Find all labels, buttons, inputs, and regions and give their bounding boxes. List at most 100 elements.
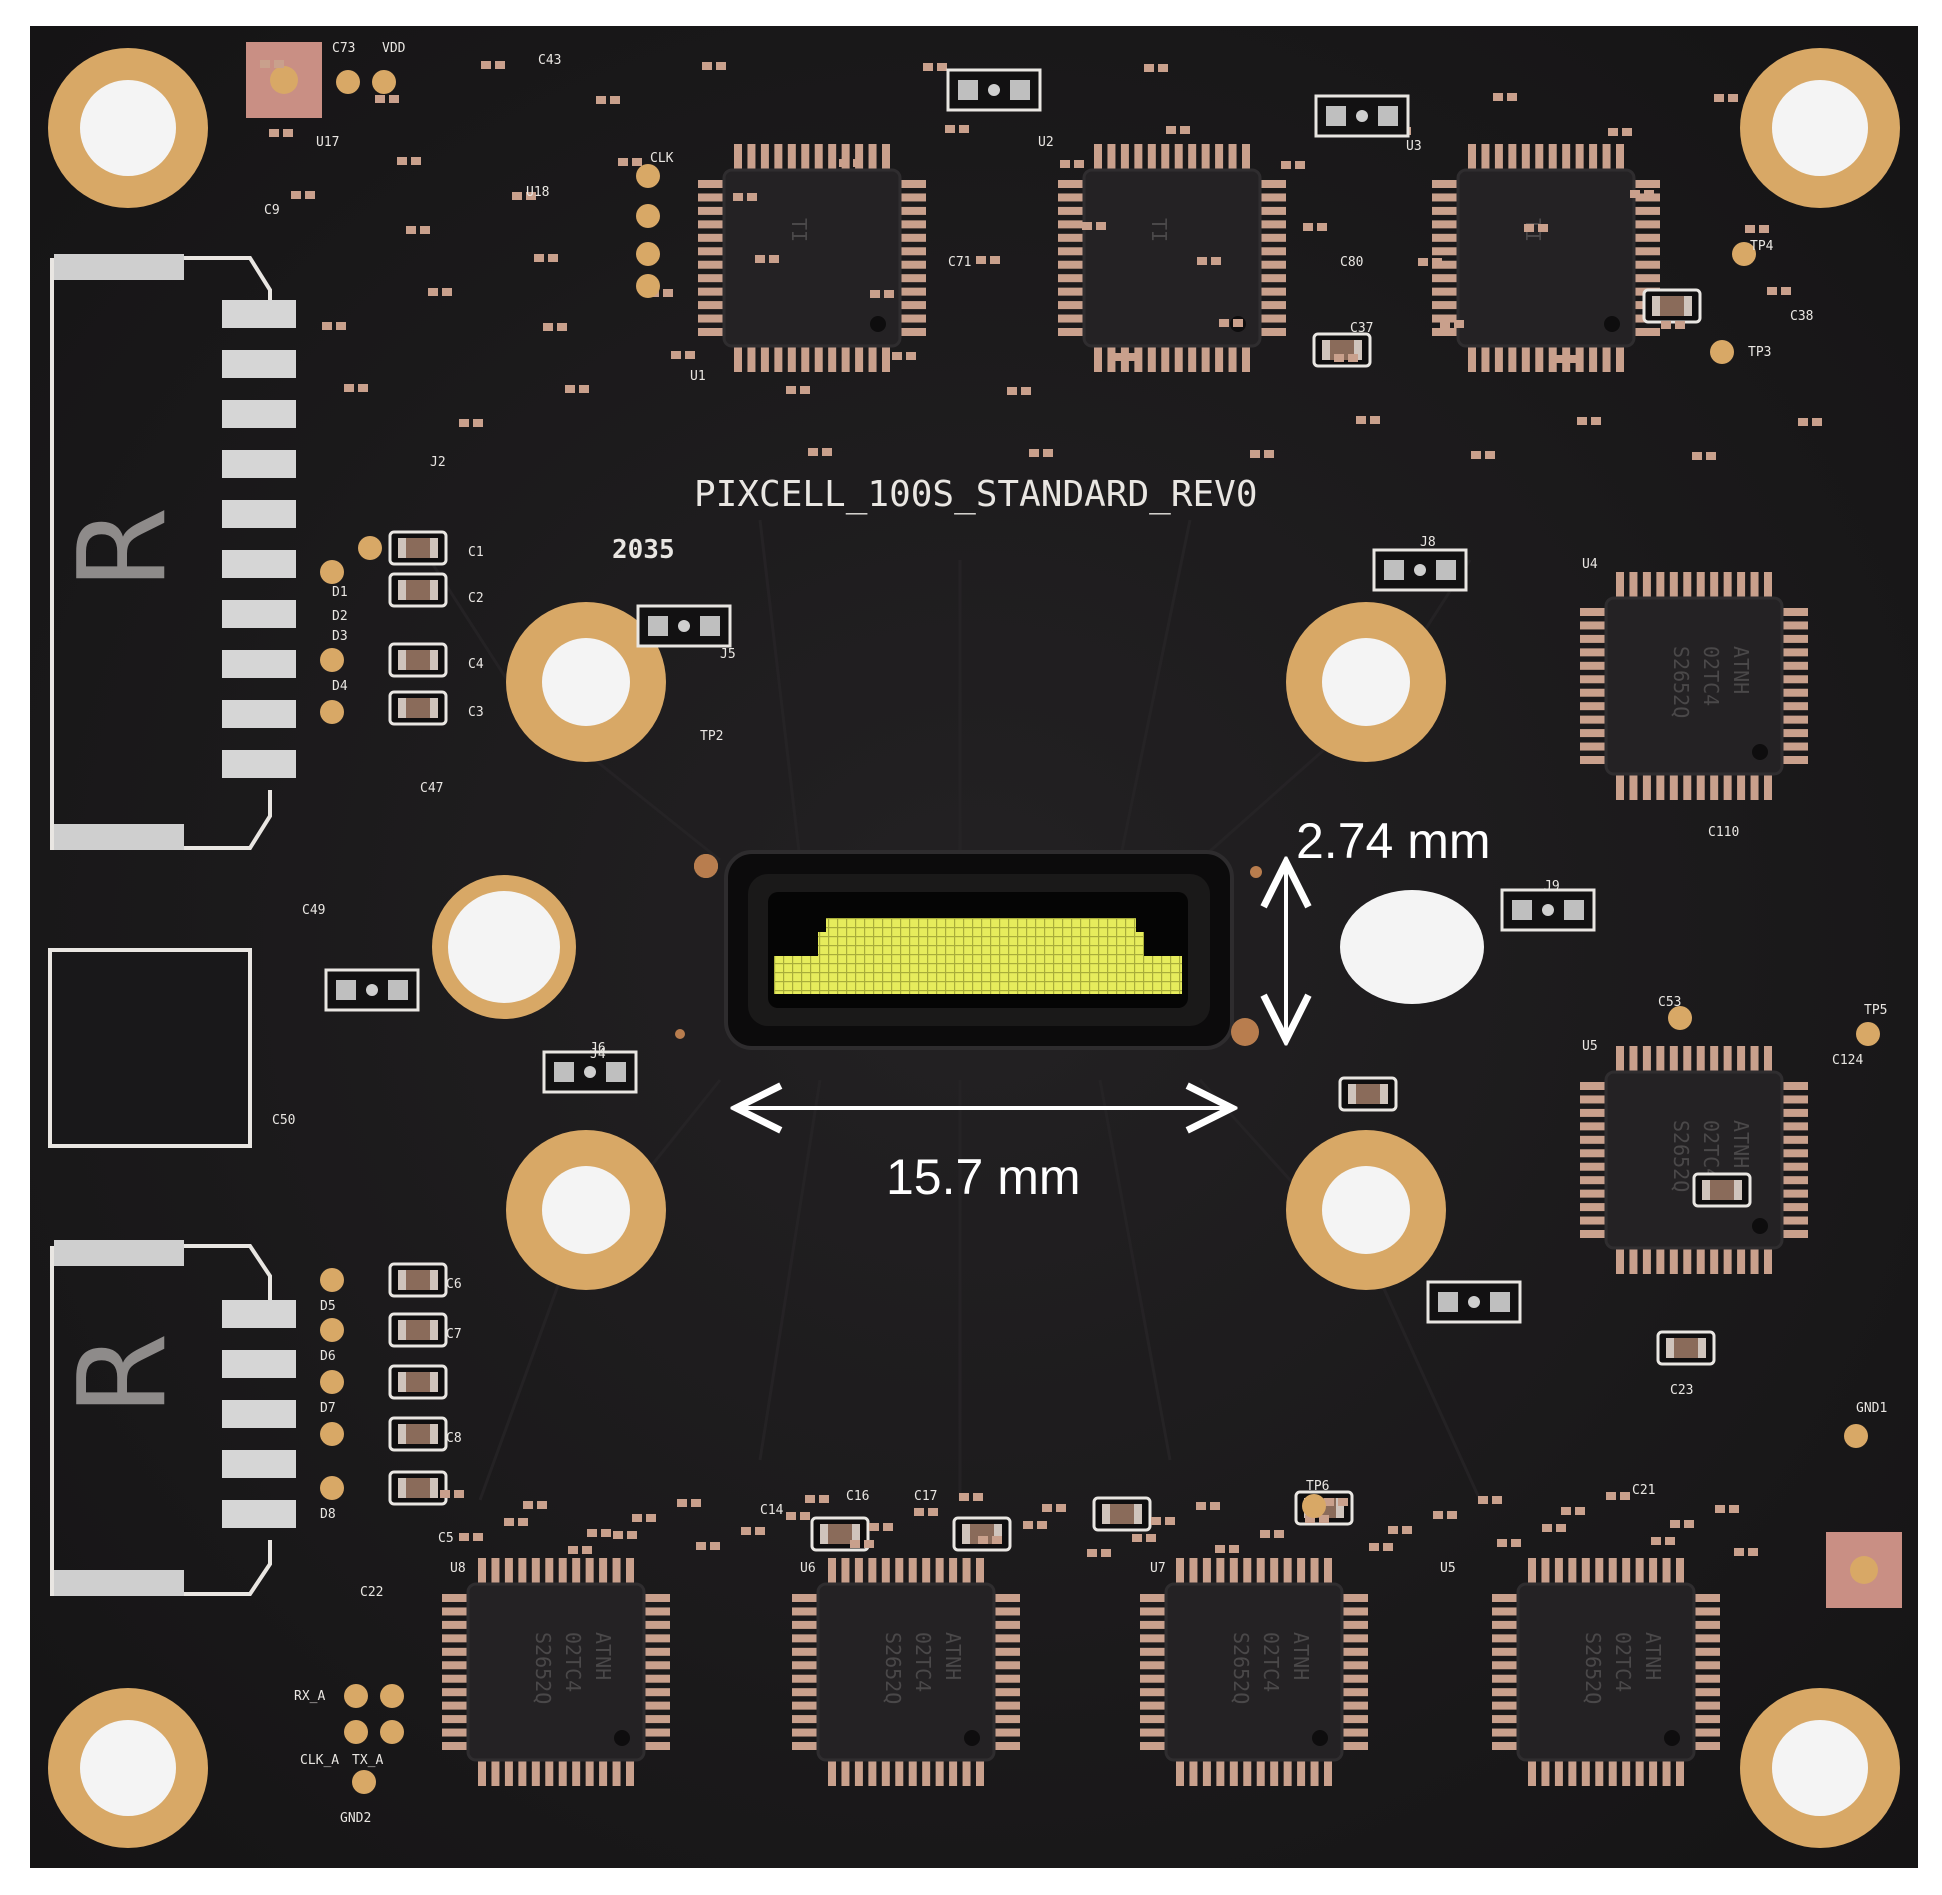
connector-pad [222,1500,296,1528]
dimension-annotations: 2.74 mm 15.7 mm [736,813,1491,1205]
connector-pad [222,450,296,478]
ref-designator: U5 [1582,1039,1598,1054]
smd-resistor [428,288,452,296]
smd-capacitor [952,1516,1012,1552]
ref-designator: C8 [446,1431,462,1446]
smd-resistor [1497,1539,1521,1547]
smd-capacitor [1338,1076,1398,1112]
chip-marking: ATNH [941,1632,965,1680]
smd-resistor [375,95,399,103]
smd-resistor [481,61,505,69]
smd-resistor [1281,161,1305,169]
ref-designator: U4 [1582,557,1598,572]
smd-resistor [1132,1534,1156,1542]
ref-designator: J5 [720,647,736,662]
ref-designator: TX_A [352,1753,383,1768]
smd-resistor [1029,449,1053,457]
smd-resistor [1440,320,1464,328]
test-point [1844,1424,1868,1448]
sensor-pixel-array [774,918,1182,994]
connector-mark-bottom: R [54,1333,193,1416]
ref-designator: C110 [1708,825,1739,840]
ref-designator: C37 [1350,321,1373,336]
smd-resistor [1369,1543,1393,1551]
ref-designator: C22 [360,1585,383,1600]
mount-hole-bottom-right [1740,1688,1900,1848]
jumper [1372,548,1468,592]
chip-marking: 02TC4 [1259,1632,1283,1692]
smd-resistor [1555,355,1579,363]
sensor-hole-br [1286,1130,1446,1290]
jumper [1500,888,1596,932]
ref-designator: U18 [526,185,549,200]
chip-marking: S2652Q [531,1632,555,1704]
chip-marking: TI [787,218,811,242]
connector-top-left [50,254,272,850]
smd-resistor [1734,1548,1758,1556]
board-name-silkscreen: PIXCELL_100S_STANDARD_REV0 [694,474,1258,515]
connector-pad [222,600,296,628]
connector-mark-top: R [54,507,193,590]
test-point [320,1318,344,1342]
smd-resistor [755,255,779,263]
chip-marking: ATNH [1729,646,1753,694]
smd-resistor [786,386,810,394]
smd-resistor [397,157,421,165]
chip-marking: S2652Q [1669,1120,1693,1192]
ref-designator: C124 [1832,1053,1863,1068]
smd-resistor [1561,1507,1585,1515]
ref-designator: D6 [320,1349,336,1364]
smd-resistor [1305,1515,1329,1523]
smd-resistor [618,158,642,166]
alignment-hole-left [432,875,576,1019]
smd-resistor [504,1518,528,1526]
ref-designator: C5 [438,1531,454,1546]
ref-designator: RX_A [294,1689,325,1704]
connector-bottom-left [50,1240,272,1596]
connector-pad [222,400,296,428]
smd-resistor [1767,287,1791,295]
ref-designator: C43 [538,53,561,68]
ref-designator: C17 [914,1489,937,1504]
ref-designator: C38 [1790,309,1813,324]
jumper [324,968,420,1012]
smd-resistor [923,63,947,71]
chip-marking: 02TC4 [1611,1632,1635,1692]
smd-resistor [1542,1524,1566,1532]
smd-resistor [959,1493,983,1501]
ref-designator: CLK [650,151,674,166]
smd-resistor [976,256,1000,264]
mount-hole-bottom-left [48,1688,208,1848]
ref-designator: TP2 [700,729,723,744]
smd-capacitor [388,572,448,608]
smd-resistor [1250,450,1274,458]
smd-resistor [839,159,863,167]
ref-designator: J8 [1420,535,1436,550]
chip-marking: S2652Q [1229,1632,1253,1704]
chip-marking: TI [1147,218,1171,242]
ref-designator: C2 [468,591,484,606]
smd-capacitor [388,642,448,678]
ref-designator: D5 [320,1299,336,1314]
smd-resistor [1260,1530,1284,1538]
ref-designator: U17 [316,135,339,150]
test-point [636,204,660,228]
ref-designator: J4 [590,1047,606,1062]
test-point [380,1720,404,1744]
smd-capacitor [1692,1172,1752,1208]
smd-capacitor [388,1312,448,1348]
smd-resistor [1670,1520,1694,1528]
connector-pad [222,750,296,778]
chip-marking: ATNH [1289,1632,1313,1680]
qfp-chip: TI [1058,144,1286,372]
connector-pad [222,500,296,528]
smd-resistor [1388,1526,1412,1534]
smd-resistor [1418,258,1442,266]
smd-resistor [1144,64,1168,72]
smd-resistor [1166,126,1190,134]
